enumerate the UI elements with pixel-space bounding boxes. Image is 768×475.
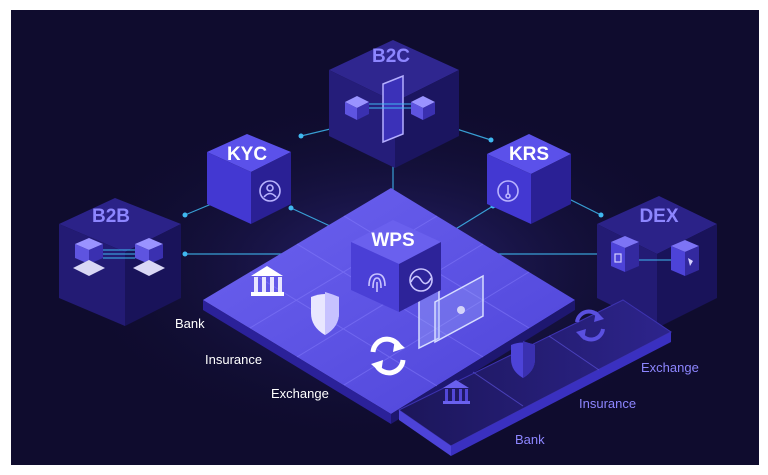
tag-block xyxy=(671,240,699,276)
kyc-label: KYC xyxy=(227,144,267,165)
wps-cube xyxy=(351,220,441,312)
lower-bank-label: Bank xyxy=(515,432,545,447)
shield-icon xyxy=(311,292,339,335)
b2c-cube xyxy=(329,40,459,168)
b2c-block-right xyxy=(411,96,435,120)
diagram-canvas: B2C KYC KRS B2B DEX WPS Bank Insurance E… xyxy=(11,10,759,465)
platform-insurance-label: Insurance xyxy=(205,352,262,367)
lock-block xyxy=(611,236,639,272)
network-diagram: B2C KYC KRS B2B DEX WPS Bank Insurance E… xyxy=(59,40,721,456)
krs-label: KRS xyxy=(509,144,549,165)
lower-insurance-label: Insurance xyxy=(579,396,636,411)
platform-exchange-label: Exchange xyxy=(271,386,329,401)
dex-cube xyxy=(597,196,717,328)
b2b-block-left xyxy=(73,238,105,276)
fingerprint-icon xyxy=(368,273,386,292)
platform-bank-label: Bank xyxy=(175,316,205,331)
exchange-icon xyxy=(370,336,406,376)
b2b-block-right xyxy=(133,238,165,276)
wave-icon xyxy=(409,268,433,292)
lower-shield-icon xyxy=(511,341,535,378)
krs-cube xyxy=(487,134,571,224)
dex-label: DEX xyxy=(639,206,678,227)
b2c-block-left xyxy=(345,96,369,120)
kyc-cube xyxy=(207,134,291,224)
wps-label: WPS xyxy=(371,230,414,251)
b2b-label: B2B xyxy=(92,206,130,227)
bank-icon xyxy=(251,266,284,296)
b2b-cube xyxy=(59,198,181,326)
thermometer-icon xyxy=(497,180,519,202)
lower-exchange-icon xyxy=(575,309,605,342)
b2c-label: B2C xyxy=(372,46,410,67)
tag-icon xyxy=(688,258,693,266)
user-icon xyxy=(259,180,281,202)
lower-bank-icon xyxy=(443,380,470,404)
lower-exchange-label: Exchange xyxy=(641,360,699,375)
lower-strip xyxy=(398,299,672,456)
lock-icon xyxy=(614,253,622,263)
